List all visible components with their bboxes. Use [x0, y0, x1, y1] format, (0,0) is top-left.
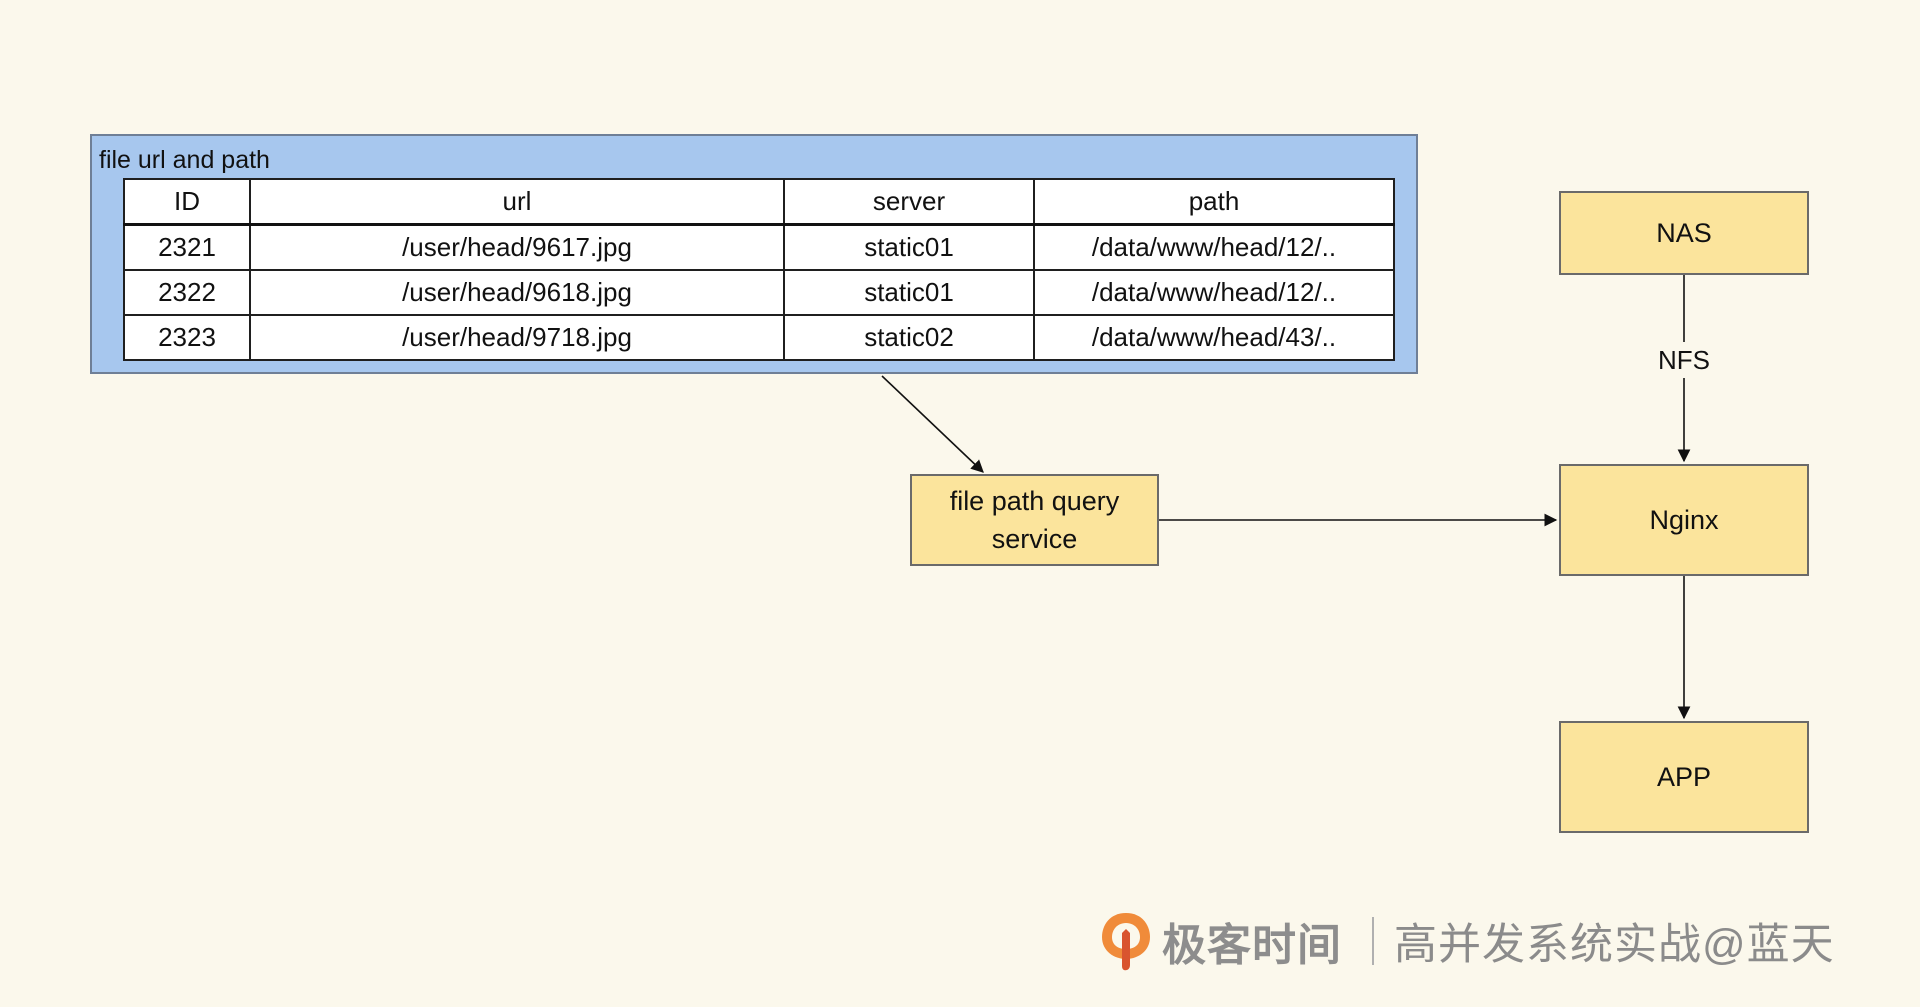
table-cell-path: /data/www/head/43/.. [1033, 314, 1395, 361]
table-row: 2321 /user/head/9617.jpg static01 /data/… [123, 223, 1395, 271]
watermark: 极客时间 高并发系统实战@蓝天 [1098, 906, 1898, 976]
app-node: APP [1559, 721, 1809, 833]
nfs-edge-label: NFS [1634, 342, 1734, 378]
table-cell-url: /user/head/9618.jpg [249, 269, 785, 316]
geekbang-logo-icon [1102, 913, 1150, 971]
table-cell-path: /data/www/head/12/.. [1033, 269, 1395, 316]
arrow-table-to-query-service [881, 375, 984, 473]
watermark-brand: 极客时间 [1162, 921, 1342, 970]
app-label: APP [1656, 762, 1712, 792]
file-url-path-panel: file url and path ID url server path 232… [90, 134, 1418, 374]
table-cell-id: 2322 [123, 269, 251, 316]
file-path-query-service-node: file path query service [910, 474, 1159, 566]
watermark-divider [1372, 917, 1374, 965]
nas-node: NAS [1559, 191, 1809, 275]
panel-title: file url and path [99, 146, 270, 174]
table-cell-url: /user/head/9617.jpg [249, 223, 785, 271]
table-cell-url: /user/head/9718.jpg [249, 314, 785, 361]
table-cell-server: static01 [783, 269, 1035, 316]
column-header-path: path [1033, 178, 1395, 226]
column-header-server: server [783, 178, 1035, 226]
table-header-row: ID url server path [123, 178, 1395, 226]
nginx-label: Nginx [1649, 505, 1719, 535]
table-cell-path: /data/www/head/12/.. [1033, 223, 1395, 271]
table-cell-id: 2321 [123, 223, 251, 271]
watermark-caption: 高并发系统实战@蓝天 [1394, 921, 1835, 969]
table-cell-id: 2323 [123, 314, 251, 361]
file-url-path-table: ID url server path 2321 /user/head/9617.… [123, 178, 1395, 361]
table-row: 2322 /user/head/9618.jpg static01 /data/… [123, 269, 1395, 316]
table-cell-server: static01 [783, 223, 1035, 271]
table-row: 2323 /user/head/9718.jpg static02 /data/… [123, 314, 1395, 361]
table-cell-server: static02 [783, 314, 1035, 361]
column-header-url: url [249, 178, 785, 226]
column-header-id: ID [123, 178, 251, 226]
nas-label: NAS [1656, 218, 1712, 248]
query-service-label: file path query service [949, 486, 1120, 554]
nginx-node: Nginx [1559, 464, 1809, 576]
